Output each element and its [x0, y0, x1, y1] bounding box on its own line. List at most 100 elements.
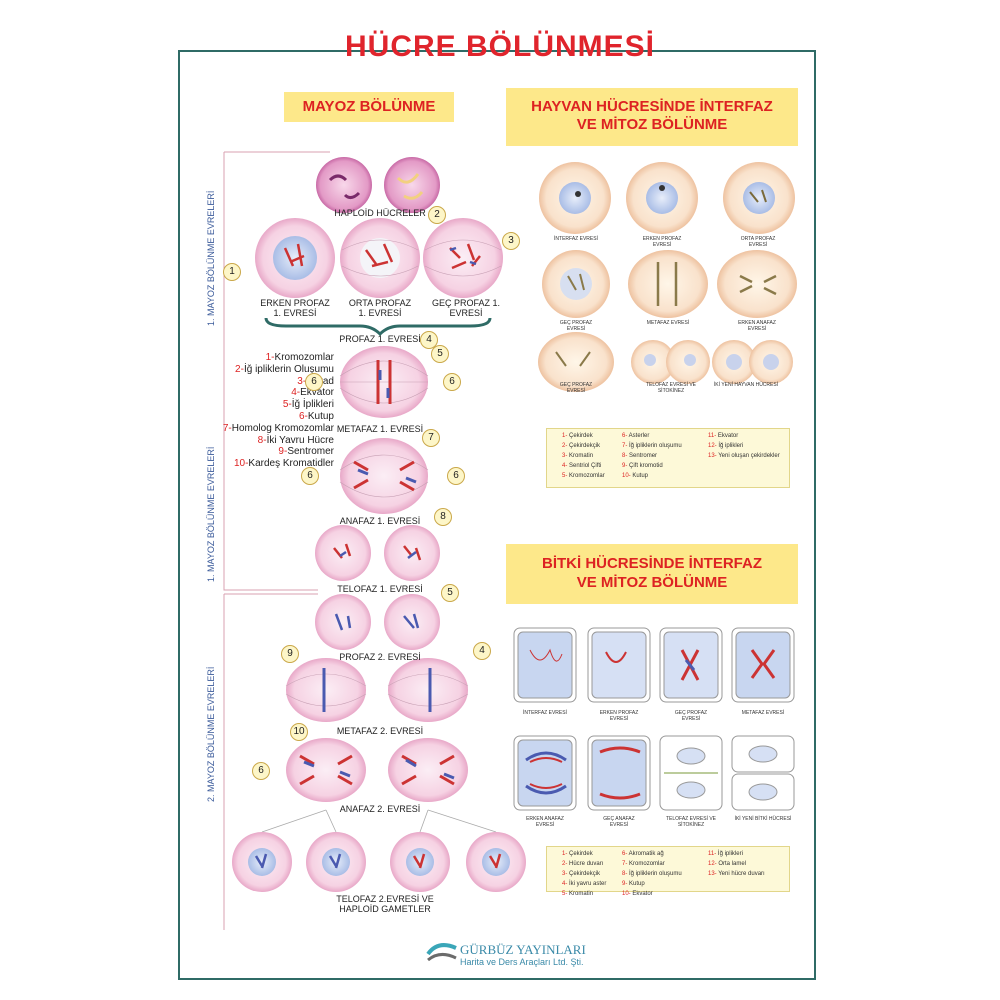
- legend-item: 7- Kromozomlar: [622, 861, 665, 867]
- legend-text: Kutup: [632, 473, 649, 479]
- legend-text: İğ ipliklerin oluşumu: [629, 871, 682, 877]
- hayvan-legend: [546, 428, 790, 488]
- legend-item: 10- Ekvator: [622, 891, 653, 897]
- legend-text: Sentromer: [629, 453, 658, 459]
- side-bracket-lines: [223, 151, 330, 930]
- legend-item: 12- Orta lamel: [708, 861, 746, 867]
- key-item: 6-Kutup: [184, 411, 334, 423]
- label-metafaz2: METAFAZ 2. EVRESİ: [336, 726, 424, 736]
- marker-1: 1: [223, 263, 241, 281]
- metafaz1-cell: [339, 346, 429, 418]
- legend-item: 5- Kromozomlar: [562, 473, 605, 479]
- marker-5b: 5: [441, 584, 459, 602]
- haploid-cell-left: [316, 157, 372, 213]
- erken-profaz-cell: [255, 218, 335, 298]
- legend-text: Yeni oluşan çekirdekler: [718, 453, 780, 459]
- legend-number: 13-: [708, 871, 719, 877]
- legend-item: 13- Yeni oluşan çekirdekler: [708, 453, 780, 459]
- legend-number: 1-: [562, 433, 570, 439]
- legend-number: 9-: [622, 881, 630, 887]
- key-number: 10-: [233, 458, 249, 470]
- legend-number: 4-: [562, 463, 570, 469]
- legend-text: Hücre duvarı: [569, 861, 604, 867]
- profaz-brace: [264, 317, 492, 337]
- marker-6b: 6: [443, 373, 461, 391]
- key-item: 2-İğ ipliklerin Oluşumu: [184, 364, 334, 376]
- label-anafaz2: ANAFAZ 2. EVRESİ: [339, 804, 421, 814]
- legend-item: 11- Ekvator: [708, 433, 738, 439]
- legend-item: 3- Çekirdekçik: [562, 871, 600, 877]
- legend-item: 3- Kromatin: [562, 453, 593, 459]
- legend-text: İğ ipliklerin oluşumu: [629, 443, 682, 449]
- bitki-label-interfaz: İNTERFAZ EVRESİ: [523, 710, 567, 716]
- bitki-legend: [546, 846, 790, 892]
- label-gec-profaz1: GEÇ PROFAZ 1. EVRESİ: [431, 298, 500, 318]
- label-anafaz1: ANAFAZ 1. EVRESİ: [339, 516, 421, 526]
- key-number: 9-: [278, 446, 288, 458]
- key-number: 5-: [282, 399, 292, 411]
- key-text: Sentromer: [287, 446, 334, 458]
- label-haploid: HAPLOİD HÜCRELER: [334, 208, 426, 218]
- legend-number: 9-: [622, 463, 630, 469]
- bitki-label-erken-anafaz: ERKEN ANAFAZ EVRESİ: [526, 816, 564, 828]
- legend-item: 2- Çekirdekçik: [562, 443, 600, 449]
- key-text: İki Yavru Hücre: [266, 434, 334, 446]
- legend-item: 8- Sentromer: [622, 453, 657, 459]
- metafaz2-cell-left: [285, 658, 367, 722]
- legend-number: 11-: [708, 851, 718, 857]
- bitki-label-telofaz: TELOFAZ EVRESİ VE SİTOKİNEZ: [665, 816, 716, 828]
- legend-number: 5-: [562, 891, 570, 897]
- anafaz1-cell: [339, 438, 429, 514]
- hayvan-banner-line2: VE MİTOZ BÖLÜNME: [576, 116, 728, 133]
- legend-number: 2-: [562, 861, 570, 867]
- bitki-label-gec-anafaz: GEÇ ANAFAZ EVRESİ: [603, 816, 635, 828]
- legend-text: Kromozomlar: [629, 861, 665, 867]
- legend-item: 1- Çekirdek: [562, 851, 593, 857]
- key-number: 4-: [291, 387, 301, 399]
- key-number: 2-: [235, 363, 244, 375]
- legend-number: 13-: [708, 453, 719, 459]
- bitki-banner: BİTKİ HÜCRESİNDE İNTERFAZ VE MİTOZ BÖLÜN…: [506, 544, 798, 604]
- key-item: 10-Kardeş Kromatidler: [184, 458, 334, 470]
- legend-item: 10- Kutup: [622, 473, 648, 479]
- marker-10: 10: [290, 723, 308, 741]
- legend-number: 5-: [562, 473, 570, 479]
- anafaz2-cell-left: [286, 738, 366, 802]
- legend-item: 9- Kutup: [622, 881, 645, 887]
- legend-item: 12- İğ iplikleri: [708, 443, 743, 449]
- key-item: 7-Homolog Kromozomlar: [184, 423, 334, 435]
- bitki-banner-line2: VE MİTOZ BÖLÜNME: [576, 574, 728, 591]
- marker-5: 5: [431, 345, 449, 363]
- marker-4: 4: [420, 331, 438, 349]
- publisher-name: GÜRBÜZ YAYINLARI: [460, 942, 586, 957]
- key-item: 9-Sentromer: [184, 446, 334, 458]
- haploid-cell-right: [384, 157, 440, 213]
- legend-number: 1-: [562, 851, 570, 857]
- legend-item: 8- İğ ipliklerin oluşumu: [622, 871, 682, 877]
- legend-item: 1- Çekirdek: [562, 433, 593, 439]
- key-text: İğ İplikleri: [291, 399, 334, 411]
- hayvan-banner-line1: HAYVAN HÜCRESİNDE İNTERFAZ: [531, 98, 773, 115]
- label-telofaz1: TELOFAZ 1. EVRESİ: [337, 584, 423, 594]
- legend-text: Kromatin: [569, 453, 594, 459]
- legend-text: Asterler: [628, 433, 650, 439]
- marker-3: 3: [502, 232, 520, 250]
- legend-number: 6-: [622, 433, 629, 439]
- legend-number: 7-: [622, 443, 630, 449]
- label-profaz1: PROFAZ 1. EVRESİ: [339, 334, 421, 344]
- hayvan-label-erken-anafaz: ERKEN ANAFAZ EVRESİ: [738, 320, 776, 332]
- legend-item: 11- İğ iplikleri: [708, 851, 743, 857]
- hayvan-label-iki-yeni: İKİ YENİ HAYVAN HÜCRESİ: [713, 382, 779, 388]
- metafaz2-cell-right: [387, 658, 469, 722]
- key-text: Ekvator: [300, 387, 334, 399]
- legend-number: 3-: [562, 871, 570, 877]
- marker-6c: 6: [301, 467, 319, 485]
- bitki-label-erken-profaz: ERKEN PROFAZ EVRESİ: [599, 710, 639, 722]
- legend-text: Çift kromotid: [629, 463, 663, 469]
- label-profaz2: PROFAZ 2. EVRESİ: [339, 652, 421, 662]
- key-number: 8-: [257, 434, 267, 446]
- legend-item: 6- Asterler: [622, 433, 649, 439]
- telofaz1-cell-right: [384, 525, 440, 581]
